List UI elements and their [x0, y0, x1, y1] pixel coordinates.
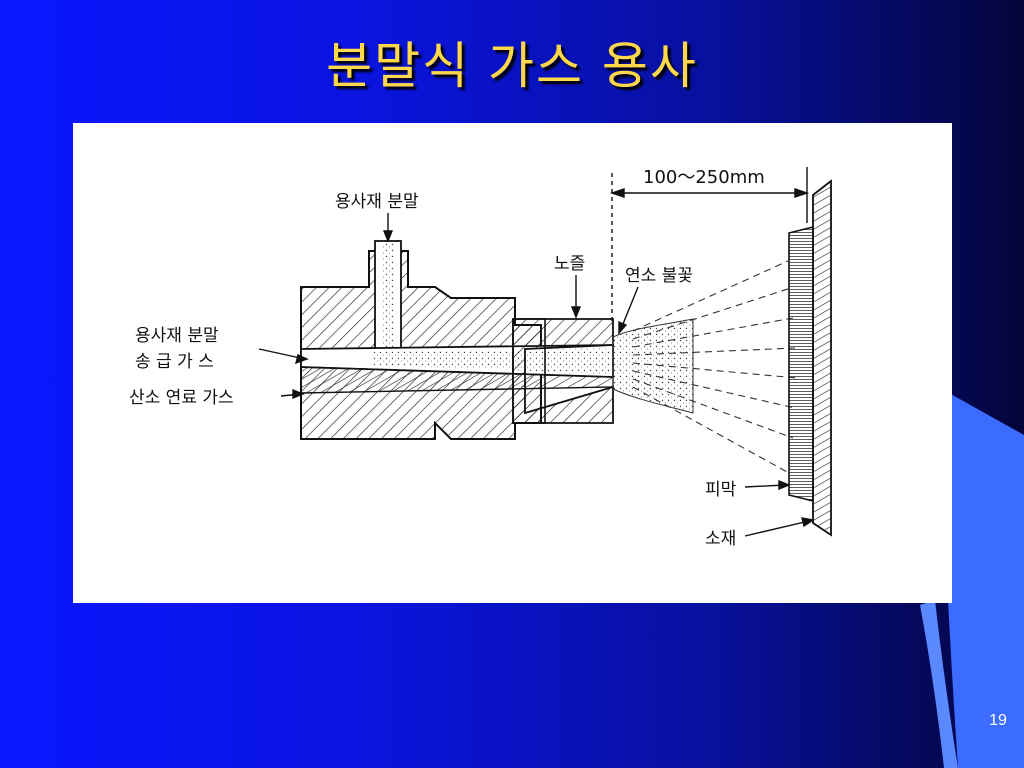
label-feed-gas-line1: 용사재 분말	[135, 326, 219, 346]
page-number: 19	[989, 712, 1007, 729]
label-nozzle: 노즐	[554, 254, 585, 274]
label-fuel-gas: 산소 연료 가스	[129, 388, 234, 408]
label-powder: 용사재 분말	[335, 192, 419, 212]
gun-body	[300, 240, 614, 440]
coating-layer	[788, 225, 814, 503]
figure-panel: 100～250mm 용사재 분말 노즐 연소 불꽃	[73, 123, 952, 603]
label-substrate: 소재	[705, 529, 736, 549]
spray-gun-diagram: 100～250mm 용사재 분말 노즐 연소 불꽃	[129, 167, 832, 549]
substrate-plate	[812, 179, 832, 537]
distance-label: 100～250mm	[643, 167, 765, 188]
label-coating: 피막	[705, 480, 737, 500]
combustion-flame	[612, 318, 694, 414]
label-feed-gas-line2: 송 급 가 스	[135, 352, 214, 372]
distance-dimension	[609, 167, 810, 323]
leader-lines	[258, 213, 815, 537]
spray-cone	[632, 260, 798, 474]
slide-title: 분말식 가스 용사	[326, 37, 698, 95]
label-flame: 연소 불꽃	[625, 266, 693, 286]
